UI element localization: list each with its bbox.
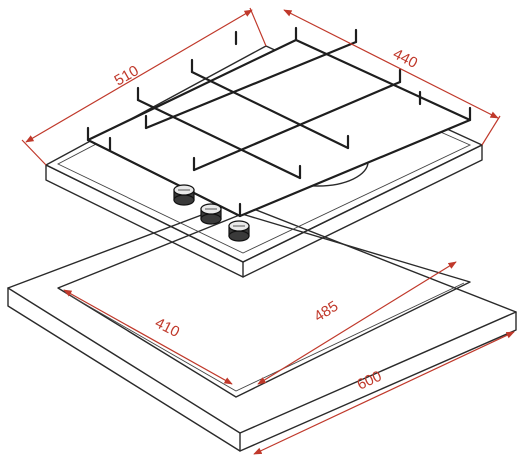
label-485: 485 xyxy=(311,298,341,326)
label-510: 510 xyxy=(112,62,142,89)
dimension-line-485 xyxy=(257,261,457,385)
label-440: 440 xyxy=(390,45,420,72)
dimension-line-600 xyxy=(253,331,515,455)
label-410: 410 xyxy=(152,314,182,341)
worktop xyxy=(7,201,517,452)
dimension-lines xyxy=(21,7,515,455)
control-knob-3[interactable] xyxy=(228,220,250,242)
dimension-line-410 xyxy=(63,289,233,385)
control-knob-1[interactable] xyxy=(173,184,195,206)
gas-hob xyxy=(45,26,483,278)
dimension-line-510 xyxy=(25,9,253,143)
worktop-cutout xyxy=(57,213,471,398)
control-knob-2[interactable] xyxy=(200,203,222,225)
dimension-line-440 xyxy=(283,9,499,119)
